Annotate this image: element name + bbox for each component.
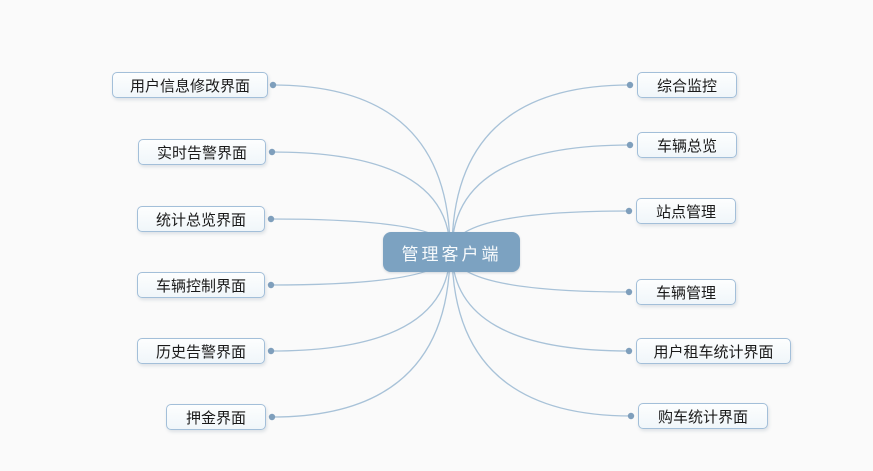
connector-dot (625, 288, 633, 296)
connector-dot (626, 81, 634, 89)
connector-dot (626, 141, 634, 149)
connector-dot (625, 207, 633, 215)
connector-curve (272, 84, 451, 252)
central-topic[interactable]: 管理客户端 (383, 232, 520, 272)
connector-curve (451, 250, 632, 417)
node-purchase-stats[interactable]: 购车统计界面 (638, 403, 768, 429)
connector-dot (625, 347, 633, 355)
connector-dot (267, 281, 275, 289)
connector-curve (451, 84, 631, 252)
node-vehicle-overview[interactable]: 车辆总览 (637, 132, 737, 158)
node-user-rental-stats[interactable]: 用户租车统计界面 (636, 338, 791, 364)
connector-dot (627, 412, 635, 420)
node-vehicle-control[interactable]: 车辆控制界面 (137, 272, 265, 298)
connector-dot (269, 81, 277, 89)
node-stats-overview[interactable]: 统计总览界面 (137, 206, 265, 232)
node-realtime-alarm[interactable]: 实时告警界面 (138, 139, 266, 165)
node-history-alarm[interactable]: 历史告警界面 (137, 338, 265, 364)
node-deposit[interactable]: 押金界面 (166, 404, 266, 430)
connector-dot (268, 413, 276, 421)
connector-dot (268, 148, 276, 156)
connector-dot (267, 215, 275, 223)
node-integrated-monitor[interactable]: 综合监控 (637, 72, 737, 98)
node-vehicle-mgmt[interactable]: 车辆管理 (636, 279, 736, 305)
node-user-info-edit[interactable]: 用户信息修改界面 (112, 72, 268, 98)
connector-dot (267, 347, 275, 355)
node-station-mgmt[interactable]: 站点管理 (636, 198, 736, 224)
connector-curve (271, 250, 451, 418)
